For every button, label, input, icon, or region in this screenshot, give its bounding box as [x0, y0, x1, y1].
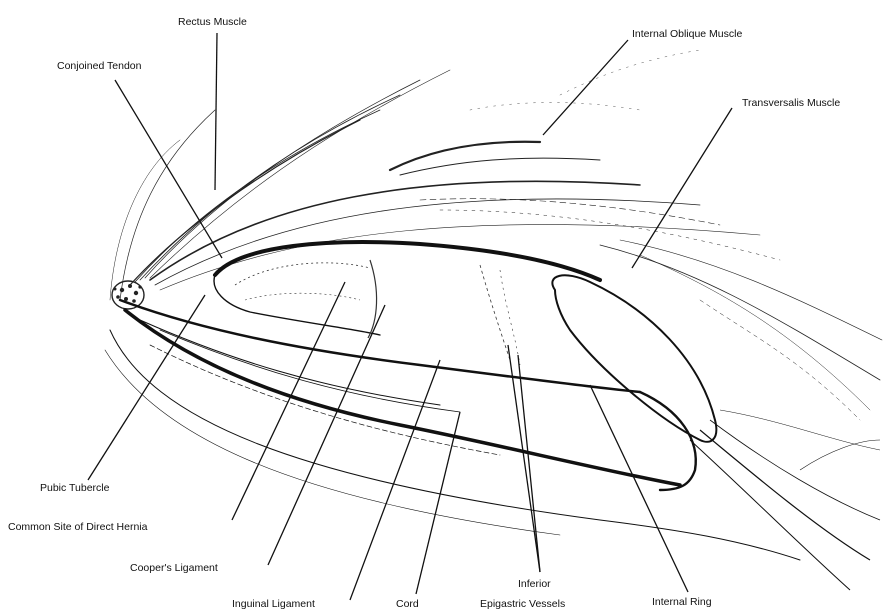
- label-inguinal-ligament: Inguinal Ligament: [232, 598, 315, 610]
- canal-outline: [105, 242, 800, 560]
- label-transversalis-muscle: Transversalis Muscle: [742, 97, 840, 109]
- label-pubic-tubercle: Pubic Tubercle: [40, 482, 109, 494]
- label-inferior: Inferior: [518, 578, 551, 590]
- leader-lines: [88, 33, 732, 600]
- pubic-tubercle-shape: [112, 281, 144, 309]
- label-coopers-ligament: Cooper's Ligament: [130, 562, 218, 574]
- internal-ring-shape: [552, 275, 880, 590]
- label-conjoined-tendon: Conjoined Tendon: [57, 60, 141, 72]
- label-rectus-muscle: Rectus Muscle: [178, 16, 247, 28]
- hernia-site-texture: [235, 260, 520, 365]
- label-epigastric-vessels: Epigastric Vessels: [480, 598, 565, 610]
- label-common-site-direct-hernia: Common Site of Direct Hernia: [8, 521, 147, 533]
- label-internal-ring: Internal Ring: [652, 596, 712, 608]
- label-internal-oblique-muscle: Internal Oblique Muscle: [632, 28, 742, 40]
- label-cord: Cord: [396, 598, 419, 610]
